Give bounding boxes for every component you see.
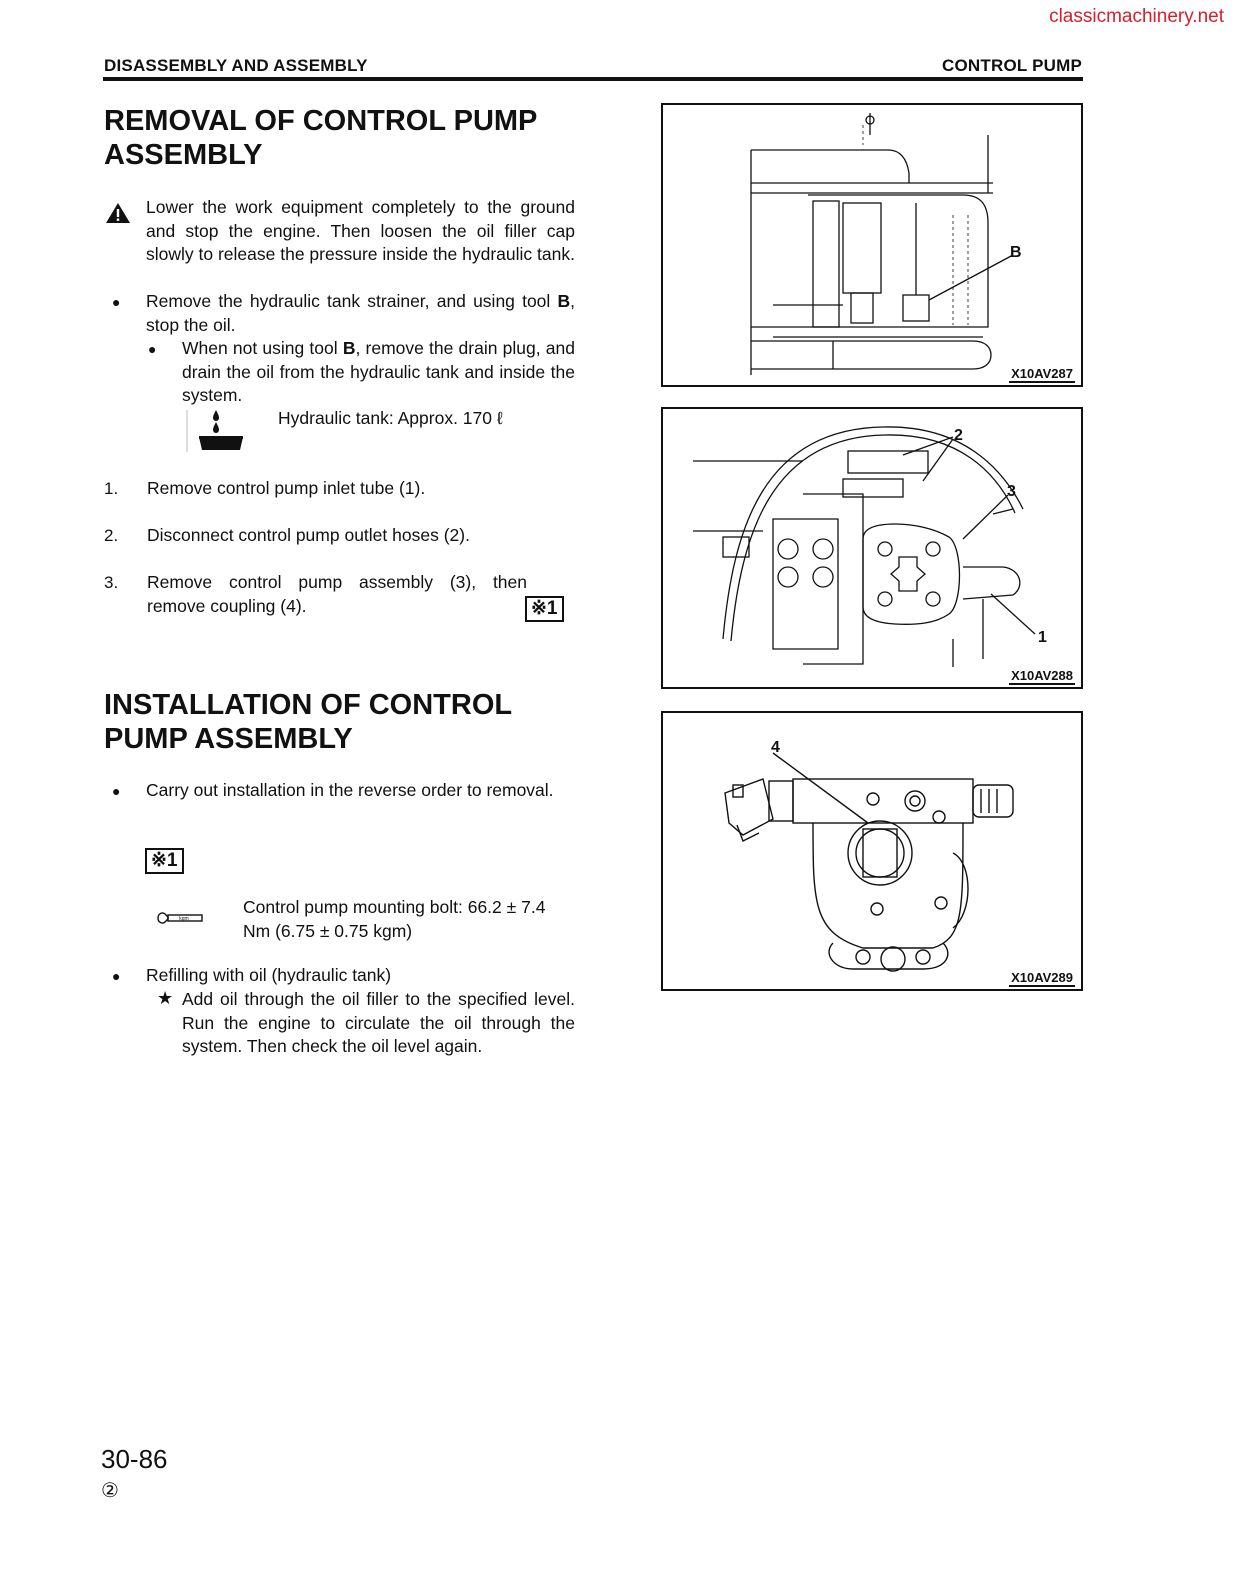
removal-heading-line2: ASSEMBLY (104, 139, 263, 171)
star-icon: ★ (157, 988, 174, 1008)
callout-3: 3 (1007, 483, 1016, 500)
star-note: Add oil through the oil filler to the sp… (182, 989, 575, 1056)
bullet-dot: ● (148, 341, 157, 357)
removal-bullet-1: Remove the hydraulic tank strainer, and … (146, 290, 575, 337)
torque-spec-line2: Nm (6.75 ± 0.75 kgm) (243, 920, 413, 941)
removal-sub-bullet: When not using tool B, remove the drain … (182, 337, 575, 408)
removal-bullet-1-text: Remove the hydraulic tank strainer, and … (146, 291, 551, 311)
reference-mark-1: ※1 (525, 596, 564, 622)
tool-b-ref: B (557, 291, 571, 311)
warning-text: Lower the work equipment completely to t… (146, 197, 575, 264)
installation-heading: INSTALLATION OF CONTROL PUMP ASSEMBLY (104, 688, 512, 756)
installation-bullet-2: Refilling with oil (hydraulic tank) (146, 965, 392, 985)
figure-control-pump: 2 3 1 X10AV288 (661, 407, 1083, 689)
control-pump-drawing (693, 426, 1036, 667)
header-rule (103, 77, 1083, 81)
figure-label: X10AV289 (1009, 970, 1075, 987)
sub-bullet-text-a: When not using tool (182, 338, 343, 358)
callout-1: 1 (1038, 629, 1047, 646)
oil-capacity-text: Hydraulic tank: Approx. 170 ℓ (278, 408, 503, 428)
bullet-dot: ● (112, 968, 121, 984)
figure-hydraulic-tank: B X10AV287 (661, 103, 1083, 387)
callout-b: B (1010, 244, 1022, 261)
svg-text:kgm: kgm (179, 916, 188, 922)
torque-spec-line1: Control pump mounting bolt: 66.2 ± 7.4 (243, 897, 546, 917)
step-text: Remove control pump inlet tube (1). (147, 478, 426, 498)
page-number: 30-86 (101, 1444, 168, 1474)
watermark: classicmachinery.net (1049, 6, 1224, 27)
bullet-dot: ● (112, 783, 121, 799)
step-number: 1. (104, 479, 119, 498)
torque-wrench-icon: kgm (156, 908, 204, 928)
header-section-title: DISASSEMBLY AND ASSEMBLY (104, 56, 368, 75)
step-text: Remove control pump assembly (3), then r… (147, 572, 527, 616)
removal-bullet-1-tail: , stop the oil. (146, 291, 575, 335)
figure-coupling: 4 X10AV289 (661, 711, 1083, 991)
removal-heading-line1: REMOVAL OF CONTROL PUMP (104, 105, 538, 137)
installation-heading-line2: PUMP ASSEMBLY (104, 723, 353, 755)
reference-mark-1: ※1 (145, 848, 184, 874)
callout-2: 2 (954, 427, 963, 444)
bullet-dot: ● (112, 294, 121, 310)
oil-capacity-icon (186, 408, 246, 454)
revision-mark: ② (101, 1480, 119, 1502)
coupling-drawing (724, 752, 1014, 972)
step-number: 2. (104, 526, 119, 545)
step-number: 3. (104, 573, 119, 592)
installation-heading-line1: INSTALLATION OF CONTROL (104, 689, 513, 721)
step-text: Disconnect control pump outlet hoses (2)… (147, 525, 470, 545)
sub-bullet-text-c: , remove the drain plug, and drain the o… (182, 338, 575, 405)
warning-icon (105, 202, 131, 224)
hydraulic-tank-drawing (750, 113, 1014, 375)
installation-bullet-1: Carry out installation in the reverse or… (146, 780, 554, 800)
callout-4: 4 (771, 739, 780, 756)
figure-label: X10AV287 (1009, 366, 1075, 383)
tool-b-ref: B (342, 338, 356, 358)
header-topic-title: CONTROL PUMP (942, 56, 1082, 75)
figure-label: X10AV288 (1009, 668, 1075, 685)
torque-spec: Control pump mounting bolt: 66.2 ± 7.4 N… (243, 896, 545, 943)
removal-heading: REMOVAL OF CONTROL PUMP ASSEMBLY (104, 104, 537, 172)
